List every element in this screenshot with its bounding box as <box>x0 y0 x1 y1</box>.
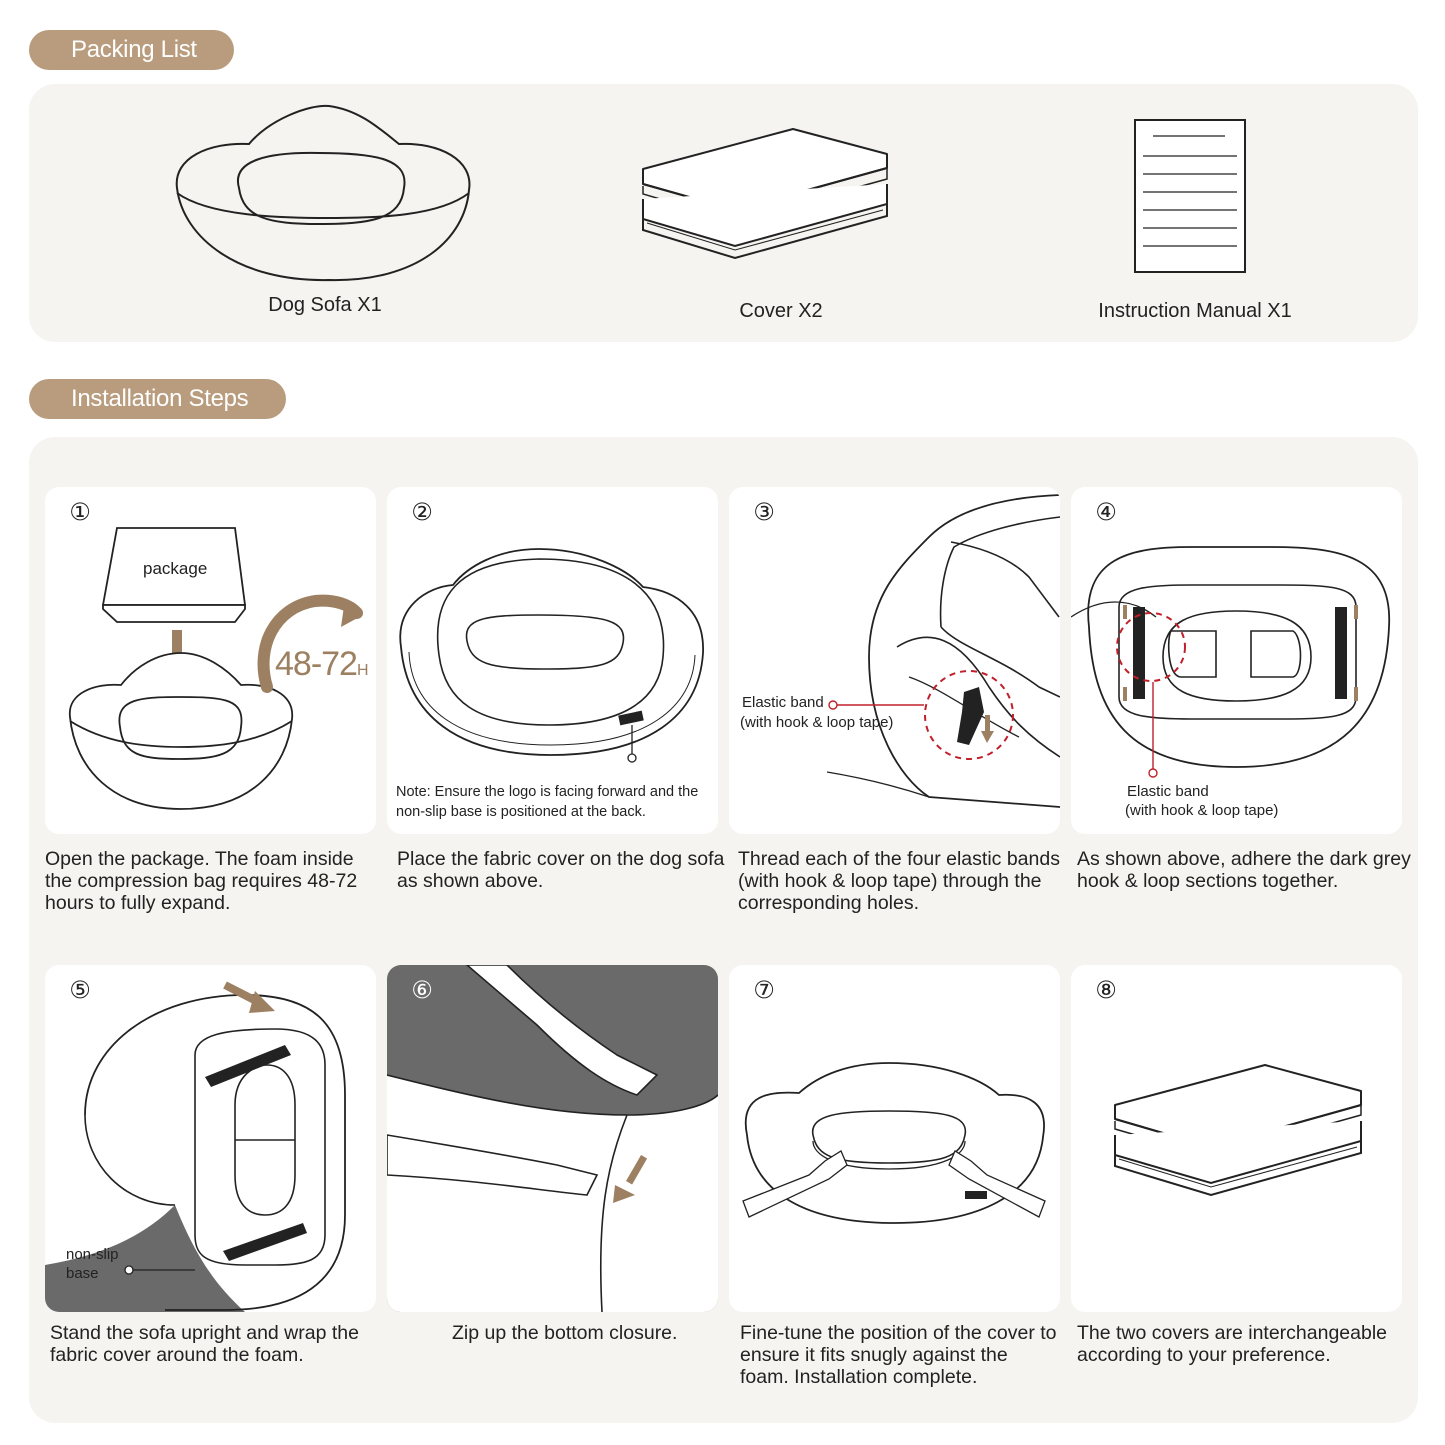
step-number: ④ <box>1095 499 1117 526</box>
step-6-card: ⑥ <box>387 965 718 1312</box>
step-1-card: ① package 48-72H <box>45 487 376 834</box>
step-8-illustration <box>1114 1064 1362 1197</box>
step-number: ⑤ <box>69 977 91 1004</box>
step-2-note: Note: Ensure the logo is facing forward … <box>396 784 699 820</box>
cover-stack-icon <box>642 128 888 260</box>
step-4-callout-sub: (with hook & loop tape) <box>1125 802 1279 819</box>
step-3-card: ③ Elastic band (with hook & loop tape) <box>729 487 1060 834</box>
step-7-illustration <box>742 1062 1046 1224</box>
step-2-description: Place the fabric cover on the dog sofa a… <box>397 848 725 892</box>
step-5-illustration <box>45 981 346 1312</box>
step-6-description: Zip up the bottom closure. <box>452 1322 678 1344</box>
step-1-description: Open the package. The foam inside the co… <box>45 848 358 914</box>
step-2-card: ② Note: Ensure the logo is facing forwar… <box>387 487 718 834</box>
expand-time-label: 48-72H <box>275 645 368 683</box>
step-4-description: As shown above, adhere the dark grey hoo… <box>1077 848 1411 892</box>
manual-icon <box>1134 119 1246 273</box>
step-7-description: Fine-tune the position of the cover to e… <box>740 1322 1057 1388</box>
step-number: ⑦ <box>753 977 775 1004</box>
step-6-illustration <box>387 965 718 1312</box>
step-number: ③ <box>753 499 775 526</box>
packing-item-label: Cover X2 <box>739 300 823 322</box>
installation-steps-title: Installation Steps <box>29 379 286 419</box>
step-5-callout-sub: base <box>66 1265 99 1282</box>
step-number: ⑧ <box>1095 977 1117 1004</box>
step-5-description: Stand the sofa upright and wrap the fabr… <box>50 1322 359 1366</box>
step-1-illustration <box>69 527 363 810</box>
step-5-callout-title: non-slip <box>66 1246 119 1263</box>
packing-list-title: Packing List <box>29 30 234 70</box>
step-2-illustration <box>399 548 704 763</box>
step-8-card: ⑧ <box>1071 965 1402 1312</box>
step-number: ① <box>69 499 91 526</box>
packing-list-panel: Dog Sofa X1 Cover X2 Instruction Manual … <box>29 84 1418 342</box>
step-3-callout-sub: (with hook & loop tape) <box>740 714 894 731</box>
step-number: ② <box>411 499 433 526</box>
packing-item-label: Instruction Manual X1 <box>1098 300 1292 322</box>
step-7-card: ⑦ <box>729 965 1060 1312</box>
step-3-description: Thread each of the four elastic bands (w… <box>738 848 1060 914</box>
dog-sofa-icon <box>175 104 471 282</box>
step-4-illustration <box>1071 546 1390 778</box>
step-3-callout-title: Elastic band <box>742 694 824 711</box>
step-5-card: ⑤ non-slip base <box>45 965 376 1312</box>
step-8-description: The two covers are interchangeable accor… <box>1077 1322 1388 1366</box>
step-4-card: ④ Elastic band (with hook & loop tape) <box>1071 487 1402 834</box>
step-number: ⑥ <box>411 977 433 1004</box>
step-3-illustration <box>826 494 1060 808</box>
packing-item-label: Dog Sofa X1 <box>268 294 382 316</box>
step-4-callout-title: Elastic band <box>1127 783 1209 800</box>
package-label: package <box>143 559 208 578</box>
